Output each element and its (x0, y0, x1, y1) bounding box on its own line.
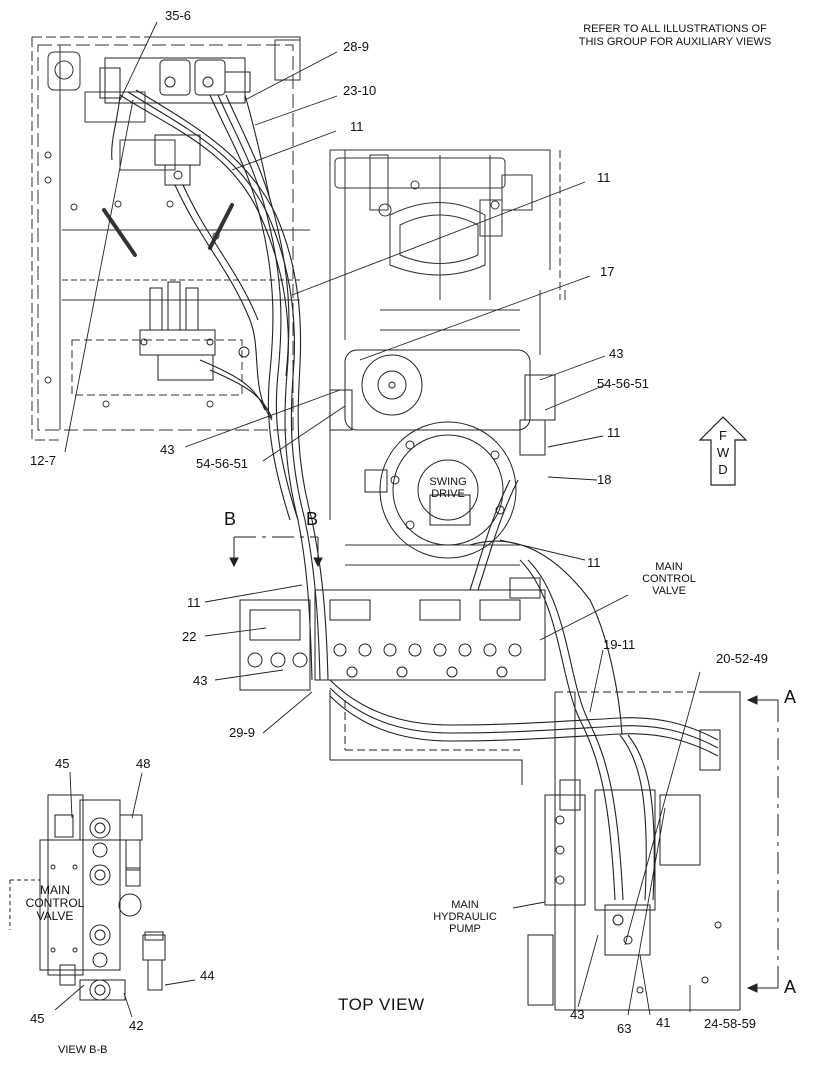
detail-main-control-valve-callout: MAIN CONTROL VALVE (20, 884, 90, 923)
fwd-letter-w: W (716, 445, 730, 460)
label-17: 17 (600, 264, 615, 279)
label-43-pump: 43 (570, 1007, 585, 1022)
label-45-bottom: 45 (30, 1011, 45, 1026)
swing-drive (329, 349, 556, 559)
hose-bundle (111, 89, 329, 681)
fwd-letter-d: D (718, 462, 728, 477)
label-54-56-51-left: 54-56-51 (196, 456, 249, 471)
top-view-title: TOP VIEW (338, 995, 425, 1014)
label-41: 41 (656, 1015, 671, 1030)
main-control-valve (239, 577, 546, 785)
label-44: 44 (200, 968, 215, 983)
section-b-marker (229, 536, 323, 568)
main-hydraulic-pump-callout: MAIN HYDRAULIC PUMP (420, 899, 510, 935)
header-note-line-2: THIS GROUP FOR AUXILIARY VIEWS (578, 36, 772, 48)
label-43-valve: 43 (193, 673, 208, 688)
section-b-left-label: B (224, 509, 237, 529)
swing-drive-line-2: DRIVE (431, 488, 465, 500)
main-hydraulic-pump-line-1: MAIN (451, 899, 479, 911)
label-43-right: 43 (609, 346, 624, 361)
header-note: REFER TO ALL ILLUSTRATIONS OF THIS GROUP… (555, 23, 795, 49)
label-11-swing: 11 (587, 555, 601, 570)
main-control-valve-callout: MAIN CONTROL VALVE (634, 561, 704, 597)
label-20-52-49: 20-52-49 (716, 651, 769, 666)
label-11-right-mid: 11 (607, 425, 621, 440)
label-48: 48 (136, 756, 151, 771)
label-19-11: 19-11 (603, 637, 636, 652)
detail-mcv-line-2: CONTROL (25, 896, 85, 910)
label-18: 18 (597, 472, 612, 487)
label-63: 63 (617, 1021, 632, 1036)
label-35-6: 35-6 (165, 8, 192, 23)
fwd-arrow: F W D (711, 427, 735, 478)
main-hydraulic-pump (527, 691, 741, 1011)
label-45-top: 45 (55, 756, 70, 771)
upper-left-frame (31, 36, 310, 441)
label-42: 42 (129, 1018, 144, 1033)
detail-mcv-line-1: MAIN (40, 883, 70, 897)
swing-drive-line-1: SWING (429, 476, 467, 488)
fwd-arrow-shape (698, 416, 748, 486)
label-11-right-upper: 11 (597, 170, 611, 185)
main-control-valve-line-1: MAIN (655, 561, 683, 573)
section-b-right-label: B (306, 509, 319, 529)
label-24-58-59: 24-58-59 (704, 1016, 757, 1031)
label-11-left-lower: 11 (187, 595, 201, 610)
valve-to-pump-lines (329, 479, 719, 901)
main-hydraulic-pump-line-2: HYDRAULIC (433, 911, 497, 923)
fwd-letter-f: F (719, 428, 727, 443)
label-12-7: 12-7 (30, 453, 57, 468)
header-note-line-1: REFER TO ALL ILLUSTRATIONS OF (583, 23, 767, 35)
main-control-valve-line-2: CONTROL (642, 573, 696, 585)
section-a-markers (746, 695, 779, 993)
view-bb-title: VIEW B-B (58, 1044, 108, 1056)
main-control-valve-line-3: VALVE (652, 585, 686, 597)
label-43-left: 43 (160, 442, 175, 457)
label-54-56-51-right: 54-56-51 (597, 376, 650, 391)
label-22: 22 (182, 629, 197, 644)
label-29-9: 29-9 (229, 725, 256, 740)
detail-mcv-line-3: VALVE (36, 909, 74, 923)
main-hydraulic-pump-line-3: PUMP (449, 923, 481, 935)
section-a-bottom-label: A (784, 977, 797, 997)
section-a-top-label: A (784, 687, 797, 707)
label-11-top: 11 (350, 119, 364, 134)
leader-lines (54, 21, 701, 1018)
joystick-valve (139, 281, 250, 381)
swing-drive-callout: SWING DRIVE (418, 476, 478, 500)
center-frame (329, 149, 566, 566)
view-bb-detail (9, 794, 166, 1001)
label-23-10: 23-10 (343, 83, 377, 98)
label-28-9: 28-9 (343, 39, 370, 54)
